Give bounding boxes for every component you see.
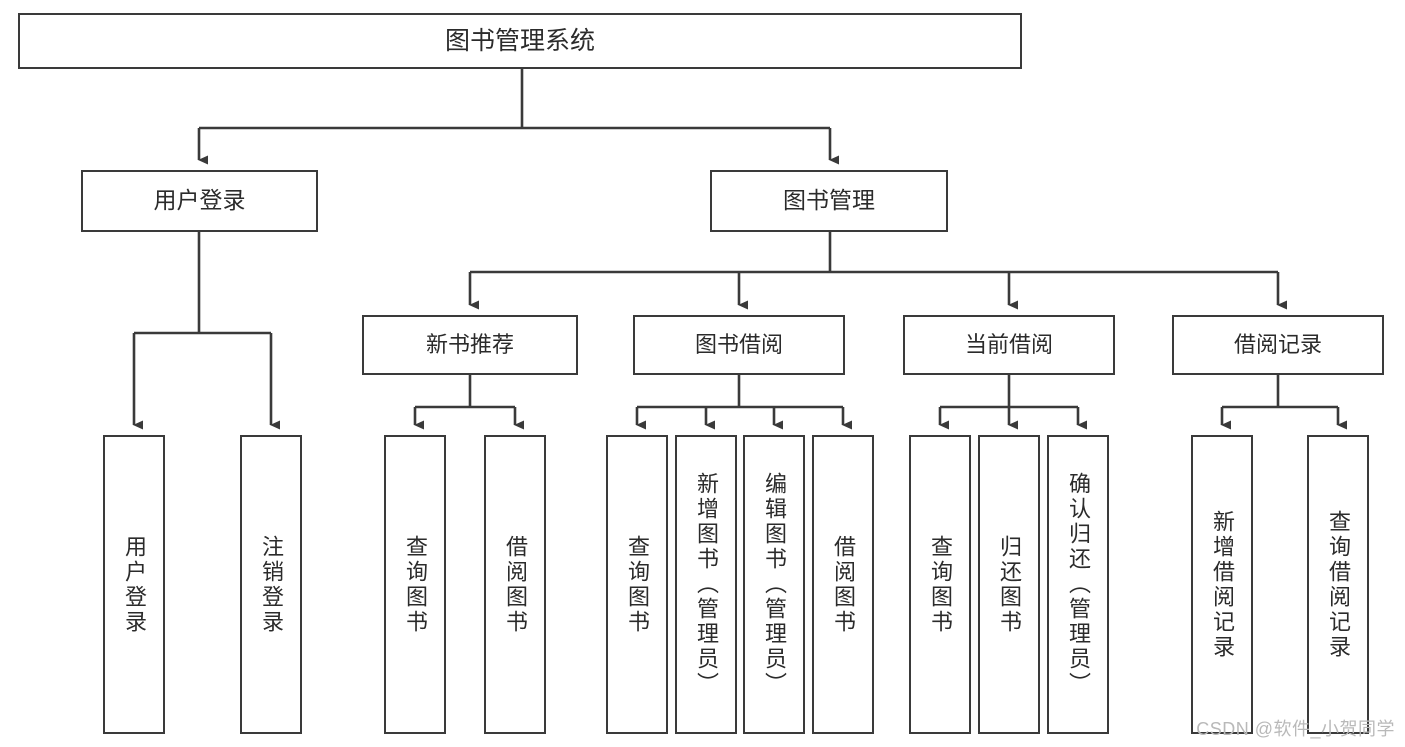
node-leaf-query-record-label: 查询借阅记录 bbox=[1326, 509, 1351, 660]
node-leaf-return-book[interactable]: 归还图书 bbox=[978, 435, 1040, 734]
node-leaf-query-book-2-label: 查询图书 bbox=[625, 534, 650, 635]
node-leaf-add-book[interactable]: 新增图书（管理员） bbox=[675, 435, 737, 734]
node-book-borrow-label: 图书借阅 bbox=[694, 331, 783, 357]
node-leaf-query-book-3-label: 查询图书 bbox=[928, 534, 953, 635]
node-root-label: 图书管理系统 bbox=[444, 27, 595, 55]
node-root-system[interactable]: 图书管理系统 bbox=[18, 13, 1022, 69]
node-leaf-query-book-1-label: 查询图书 bbox=[403, 534, 428, 635]
node-leaf-logout-login[interactable]: 注销登录 bbox=[240, 435, 302, 734]
node-leaf-confirm-return-label: 确认归还（管理员） bbox=[1066, 472, 1091, 697]
watermark-text: CSDN @软件_小贺同学 bbox=[1196, 719, 1395, 739]
node-borrow-records-label: 借阅记录 bbox=[1233, 331, 1322, 357]
node-leaf-add-book-label: 新增图书（管理员） bbox=[694, 472, 719, 697]
node-book-management[interactable]: 图书管理 bbox=[710, 170, 948, 232]
node-current-borrow-label: 当前借阅 bbox=[964, 331, 1053, 357]
node-leaf-borrow-book-2[interactable]: 借阅图书 bbox=[812, 435, 874, 734]
node-book-borrow[interactable]: 图书借阅 bbox=[633, 315, 845, 375]
node-current-borrow[interactable]: 当前借阅 bbox=[903, 315, 1115, 375]
node-leaf-query-book-2[interactable]: 查询图书 bbox=[606, 435, 668, 734]
node-user-login-label: 用户登录 bbox=[153, 187, 246, 214]
node-leaf-add-record-label: 新增借阅记录 bbox=[1210, 509, 1235, 660]
node-book-management-label: 图书管理 bbox=[783, 187, 875, 214]
node-leaf-edit-book-label: 编辑图书（管理员） bbox=[762, 472, 787, 697]
node-borrow-records[interactable]: 借阅记录 bbox=[1172, 315, 1384, 375]
node-leaf-logout-login-label: 注销登录 bbox=[259, 534, 284, 635]
node-user-login[interactable]: 用户登录 bbox=[81, 170, 318, 232]
node-leaf-query-book-1[interactable]: 查询图书 bbox=[384, 435, 446, 734]
node-leaf-return-book-label: 归还图书 bbox=[997, 534, 1022, 635]
node-leaf-add-record[interactable]: 新增借阅记录 bbox=[1191, 435, 1253, 734]
node-leaf-borrow-book-2-label: 借阅图书 bbox=[831, 534, 856, 635]
node-leaf-query-book-3[interactable]: 查询图书 bbox=[909, 435, 971, 734]
node-leaf-confirm-return[interactable]: 确认归还（管理员） bbox=[1047, 435, 1109, 734]
node-leaf-edit-book[interactable]: 编辑图书（管理员） bbox=[743, 435, 805, 734]
node-leaf-query-record[interactable]: 查询借阅记录 bbox=[1307, 435, 1369, 734]
node-leaf-user-login[interactable]: 用户登录 bbox=[103, 435, 165, 734]
node-leaf-user-login-label: 用户登录 bbox=[122, 534, 147, 635]
node-new-book-recommend-label: 新书推荐 bbox=[425, 331, 514, 357]
node-new-book-recommend[interactable]: 新书推荐 bbox=[362, 315, 578, 375]
node-leaf-borrow-book-1[interactable]: 借阅图书 bbox=[484, 435, 546, 734]
node-leaf-borrow-book-1-label: 借阅图书 bbox=[503, 534, 528, 635]
